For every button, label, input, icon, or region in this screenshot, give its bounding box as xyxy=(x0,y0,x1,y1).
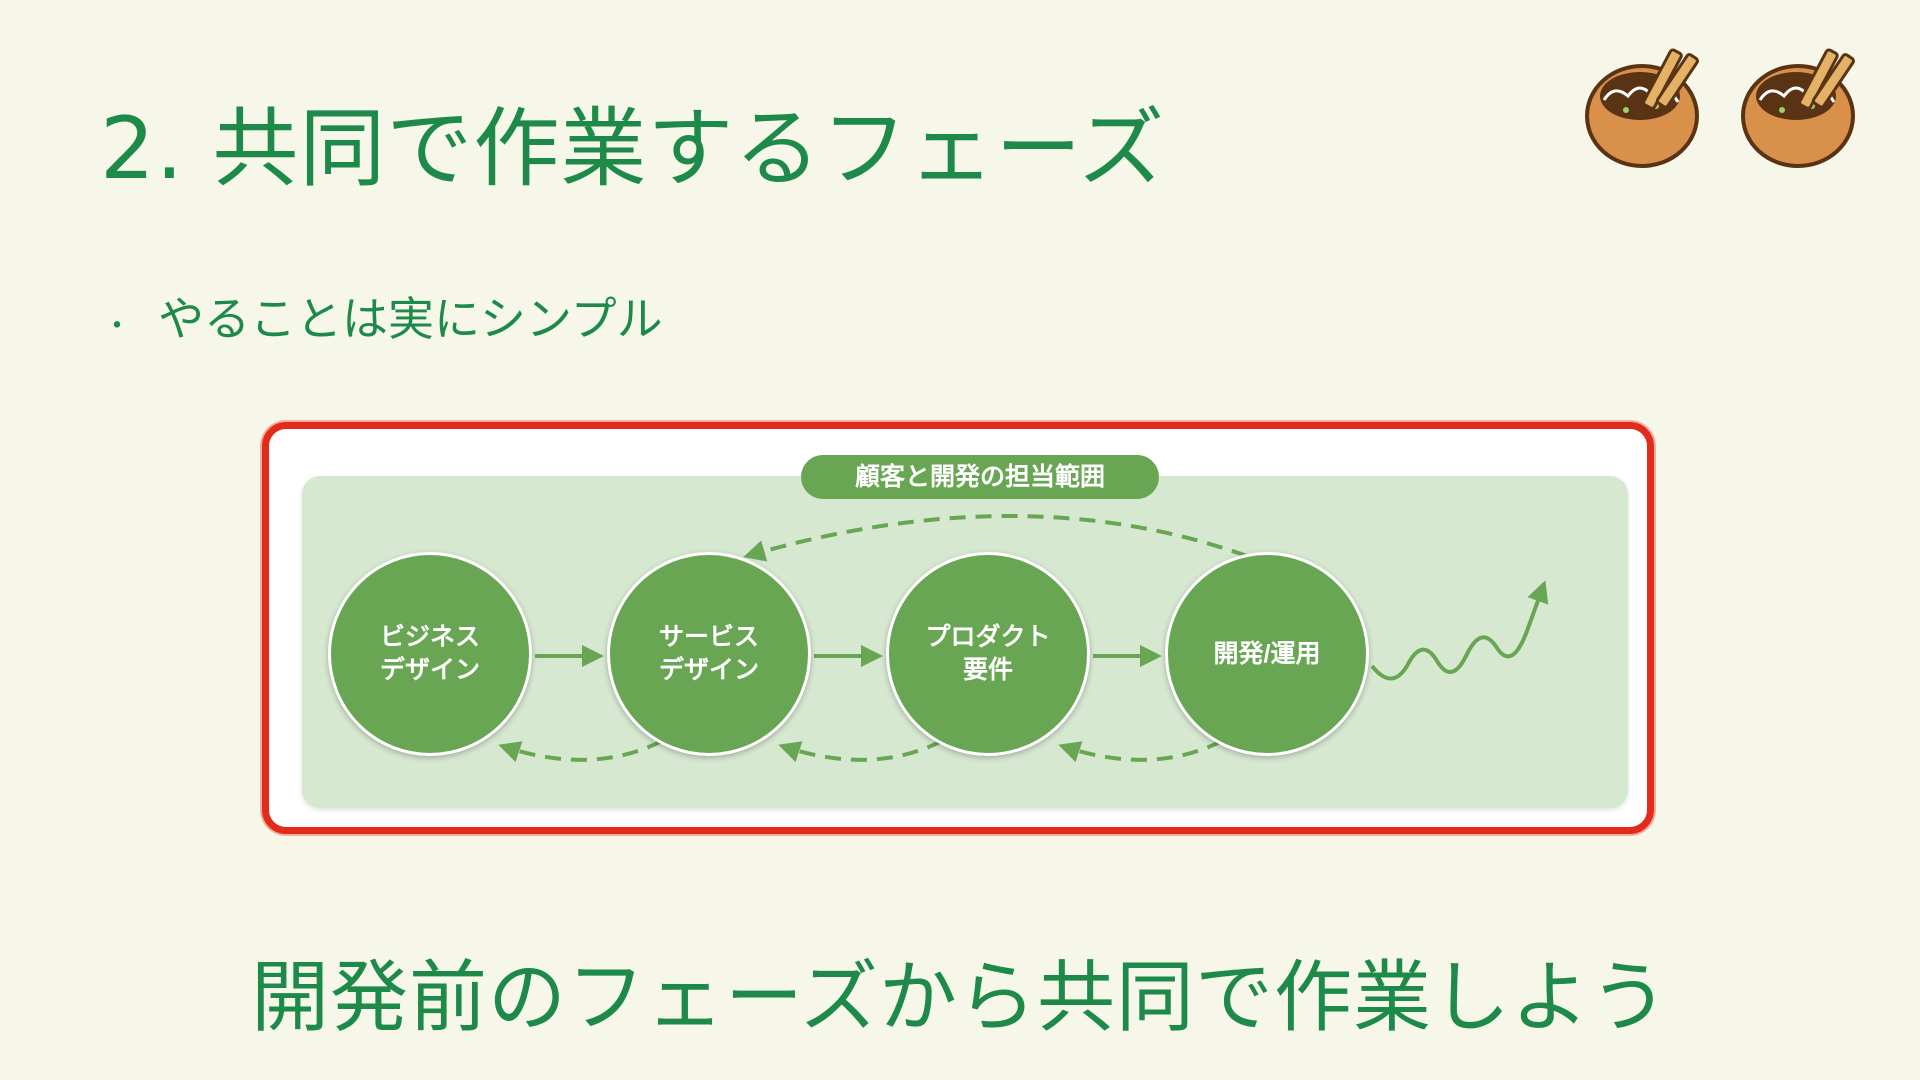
flow-arrows xyxy=(498,514,1549,763)
scope-label: 顧客と開発の担当範囲 xyxy=(801,455,1159,499)
takoyaki-icon xyxy=(1585,48,1699,168)
mascots xyxy=(1582,40,1872,174)
step-circle-dev-ops: 開発/運用 xyxy=(1165,552,1369,756)
step-label: ビジネス デザイン xyxy=(379,623,480,684)
takoyaki-icon xyxy=(1741,48,1855,168)
slide-title: 2. 共同で作業するフェーズ xyxy=(100,99,1166,199)
bullet-text: やることは実にシンプル xyxy=(158,292,663,346)
step-label: プロダクト 要件 xyxy=(925,623,1051,684)
step-circle-product-requirements: プロダクト 要件 xyxy=(886,552,1090,756)
growth-arrow xyxy=(1370,580,1549,681)
step-circle-service-design: サービス デザイン xyxy=(607,552,811,756)
feedback-arrow xyxy=(778,739,943,763)
highlight-frame: 顧客と開発の担当範囲 ビジネス デザイン サービス デザイン プロダクト 要件 … xyxy=(262,422,1654,834)
long-feedback-arrow xyxy=(743,514,1248,562)
feedback-arrow xyxy=(498,739,663,763)
step-circle-business-design: ビジネス デザイン xyxy=(328,552,532,756)
bullet-marker: ・ xyxy=(102,308,132,344)
step-label: サービス デザイン xyxy=(658,623,759,684)
step-label: 開発/運用 xyxy=(1213,639,1321,668)
feedback-arrow xyxy=(1058,739,1223,763)
tagline: 開発前のフェーズから共同で作業しよう xyxy=(250,953,1670,1043)
scope-panel: 顧客と開発の担当範囲 ビジネス デザイン サービス デザイン プロダクト 要件 … xyxy=(302,455,1628,808)
bullet-item: ・やることは実にシンプル xyxy=(102,283,663,349)
